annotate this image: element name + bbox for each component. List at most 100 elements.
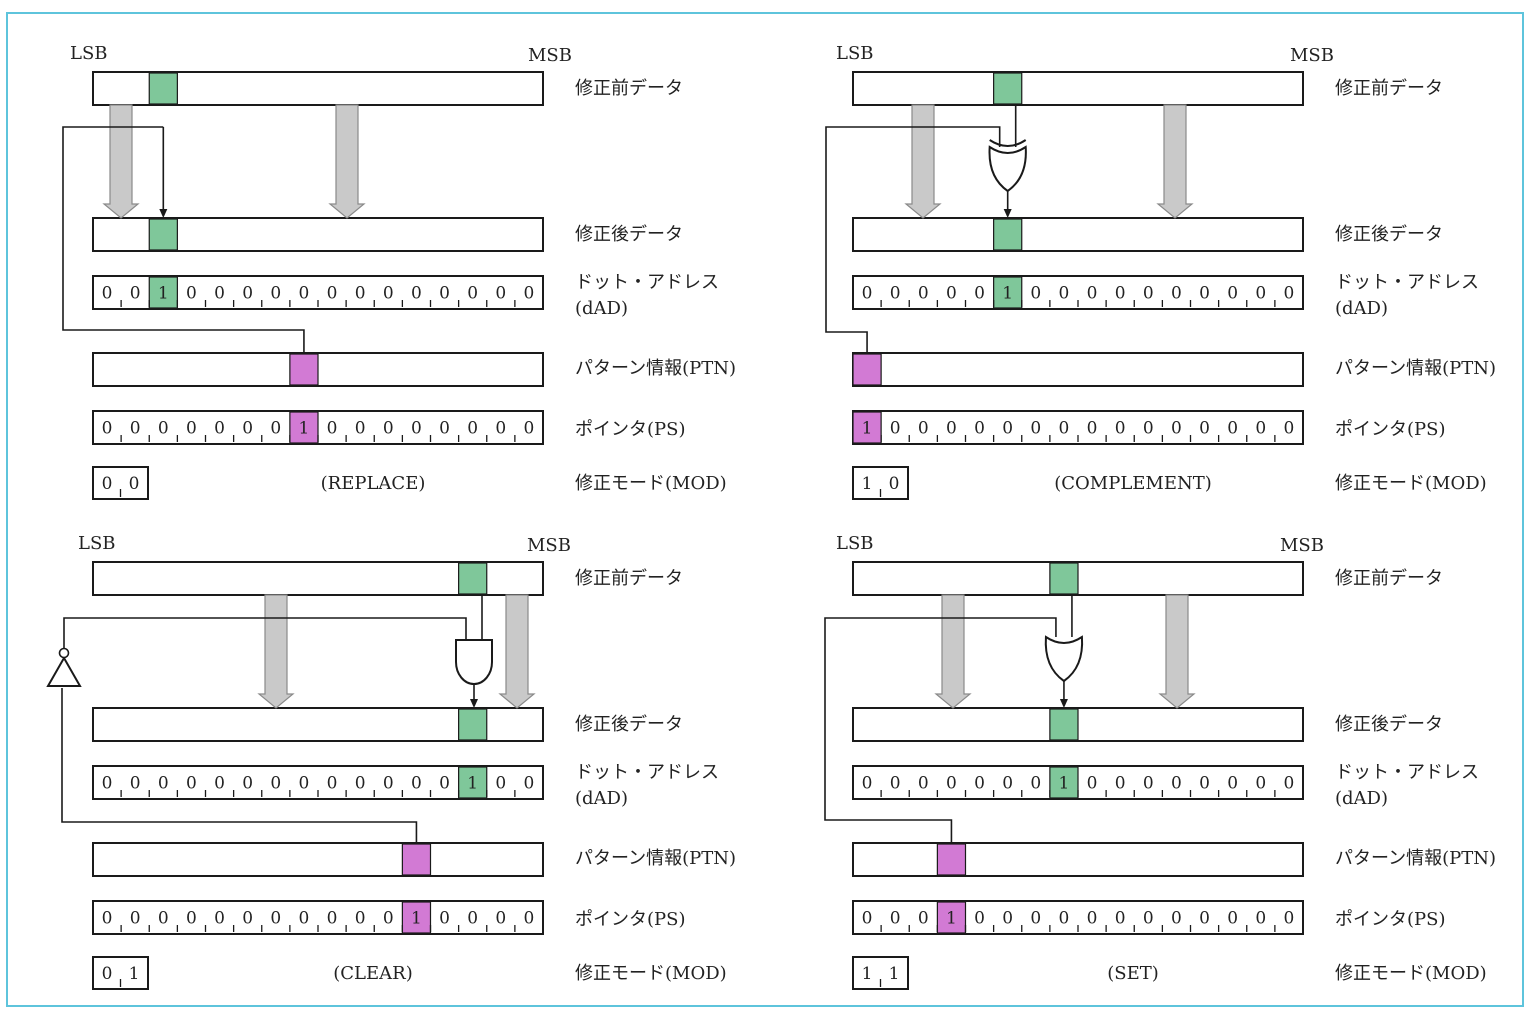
bit-value: 1 xyxy=(299,419,310,439)
before-data-label: 修正前データ xyxy=(575,78,683,99)
msb-label: MSB xyxy=(527,535,571,556)
bit-value: 0 xyxy=(890,774,901,794)
bit-value: 0 xyxy=(186,909,197,929)
bit-value: 0 xyxy=(946,284,957,304)
mode-name: (CLEAR) xyxy=(333,963,412,984)
before-data-register xyxy=(852,561,1304,596)
bit-value: 0 xyxy=(214,419,225,439)
bit-value: 0 xyxy=(862,909,873,929)
data-flow-arrow xyxy=(1156,104,1194,219)
bit-value: 0 xyxy=(1255,774,1266,794)
after-data-register xyxy=(92,707,544,742)
bit-value: 1 xyxy=(467,774,478,794)
bit-value: 0 xyxy=(214,284,225,304)
data-flow-arrow xyxy=(257,594,295,709)
after-data-label: 修正後データ xyxy=(575,224,683,245)
bit-value: 0 xyxy=(974,774,985,794)
highlighted-bit-cell xyxy=(936,901,967,934)
inverter-icon xyxy=(46,655,82,687)
after-data-label: 修正後データ xyxy=(1335,714,1443,735)
bit-value: 0 xyxy=(158,909,169,929)
bit-value: 0 xyxy=(918,909,929,929)
arrowhead xyxy=(1003,209,1012,218)
bit-value: 0 xyxy=(862,774,873,794)
bit-value: 0 xyxy=(467,909,478,929)
bit-value: 0 xyxy=(242,284,253,304)
arrowhead xyxy=(470,699,478,708)
bit-value: 0 xyxy=(1284,419,1295,439)
bit-value: 0 xyxy=(327,909,338,929)
data-flow-arrow xyxy=(1158,594,1196,709)
after-data-label: 修正後データ xyxy=(575,714,683,735)
before-data-register xyxy=(92,561,544,596)
bit-value: 0 xyxy=(327,419,338,439)
or-gate-icon xyxy=(1044,635,1084,683)
mode-bit-value: 0 xyxy=(102,964,113,984)
bit-value: 0 xyxy=(1255,419,1266,439)
bit-value: 0 xyxy=(918,774,929,794)
bit-value: 0 xyxy=(270,909,281,929)
mode-label: 修正モード(MOD) xyxy=(1335,963,1487,984)
mode-bit-value: 1 xyxy=(862,474,873,494)
bit-value: 0 xyxy=(467,419,478,439)
mode-bit-value: 1 xyxy=(862,964,873,984)
dot-address-label: ドット・アドレス xyxy=(1335,762,1479,783)
dot-address-label: ドット・アドレス xyxy=(575,762,719,783)
bit-value: 1 xyxy=(158,284,169,304)
bit-value: 0 xyxy=(186,419,197,439)
bit-value: 0 xyxy=(1199,774,1210,794)
bit-value: 0 xyxy=(1227,774,1238,794)
bit-value: 0 xyxy=(383,909,394,929)
bit-value: 0 xyxy=(383,774,394,794)
bit-value: 0 xyxy=(1059,284,1070,304)
highlighted-bit-cell xyxy=(1049,766,1079,799)
bit-value: 0 xyxy=(1171,909,1182,929)
bit-value: 1 xyxy=(1059,774,1070,794)
mode-label: 修正モード(MOD) xyxy=(1335,473,1487,494)
pattern-register xyxy=(92,842,544,877)
arrowhead xyxy=(159,209,168,218)
bit-value: 0 xyxy=(1171,774,1182,794)
bit-value: 0 xyxy=(1227,909,1238,929)
data-flow-arrow xyxy=(328,104,366,219)
register-box xyxy=(852,842,1304,877)
bit-value: 0 xyxy=(1002,774,1013,794)
bit-value: 0 xyxy=(974,909,985,929)
highlighted-bit-cell xyxy=(852,353,882,386)
highlighted-bit-cell xyxy=(289,353,319,386)
bit-value: 0 xyxy=(355,774,366,794)
bit-value: 0 xyxy=(1087,909,1098,929)
bit-value: 0 xyxy=(918,419,929,439)
mode-bit-value: 1 xyxy=(889,964,900,984)
bit-value: 0 xyxy=(524,284,535,304)
bit-value: 0 xyxy=(1002,909,1013,929)
before-data-register xyxy=(852,71,1304,106)
bit-value: 0 xyxy=(102,284,113,304)
bit-value: 0 xyxy=(1030,419,1041,439)
bit-value: 0 xyxy=(355,909,366,929)
highlighted-bit-cell xyxy=(993,276,1023,309)
highlighted-bit-cell xyxy=(458,766,488,799)
register-box xyxy=(92,842,544,877)
mode-name: (REPLACE) xyxy=(321,473,426,494)
after-data-label: 修正後データ xyxy=(1335,224,1443,245)
bit-value: 0 xyxy=(1030,909,1041,929)
after-data-register xyxy=(852,707,1304,742)
bit-value: 0 xyxy=(1255,909,1266,929)
bit-value: 0 xyxy=(299,774,310,794)
dot-address-abbr: (dAD) xyxy=(575,788,628,809)
highlighted-bit-cell xyxy=(1049,708,1079,741)
highlighted-bit-cell xyxy=(289,411,319,444)
bit-value: 0 xyxy=(130,909,141,929)
pattern-feedback-line xyxy=(61,688,418,843)
highlighted-bit-cell xyxy=(458,708,488,741)
bit-value: 1 xyxy=(862,419,873,439)
bit-value: 0 xyxy=(102,909,113,929)
